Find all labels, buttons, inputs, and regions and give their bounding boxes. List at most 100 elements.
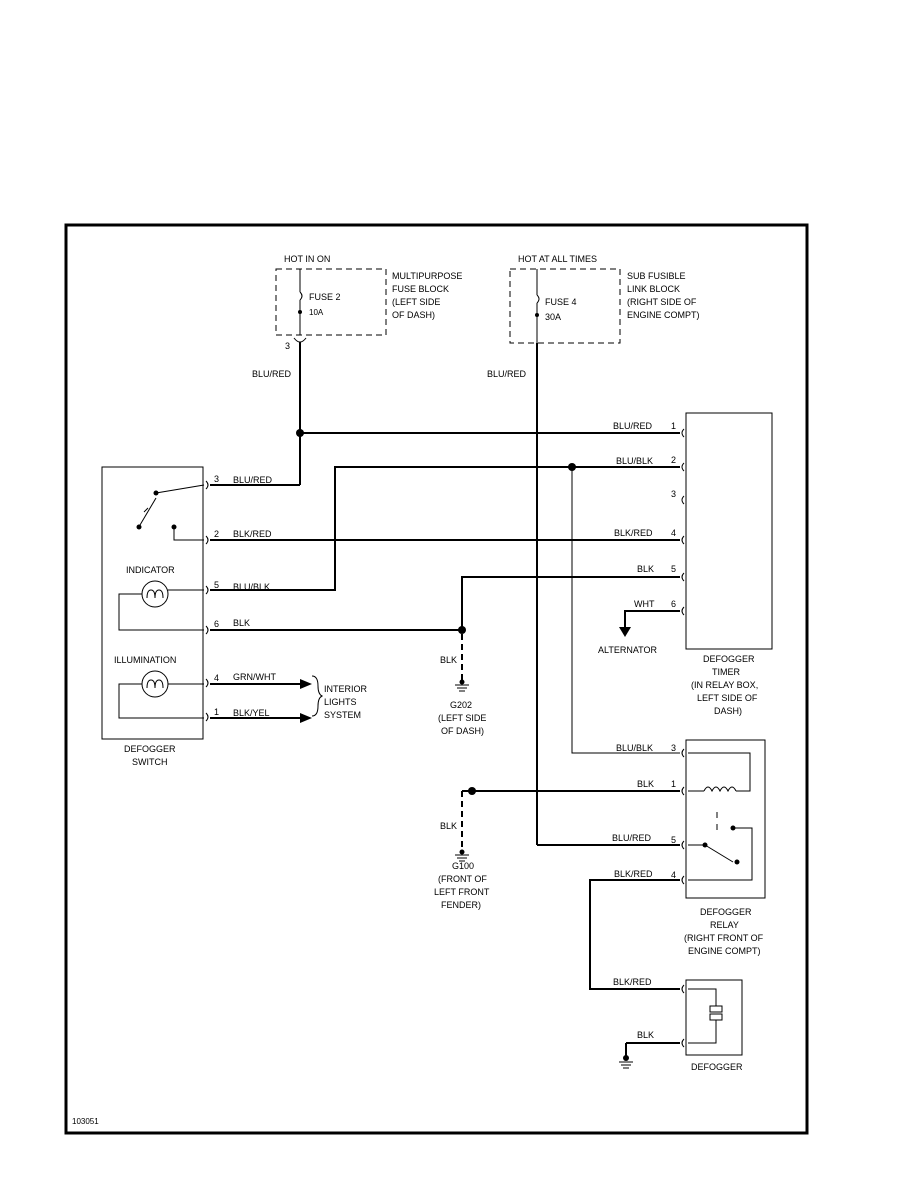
wire-wht-alternator — [624, 610, 680, 628]
timer-pin-5: 5 — [671, 564, 676, 574]
timer-label: DEFOGGER — [703, 654, 755, 664]
wire-label: BLU/RED — [613, 421, 653, 431]
relay-pin-4: 4 — [671, 870, 676, 880]
hot-at-all-times-label: HOT AT ALL TIMES — [518, 254, 597, 264]
wire-label: BLK — [637, 564, 654, 574]
wire-label-blu-red: BLU/RED — [252, 369, 292, 379]
wire-blu-blk-relay3 — [571, 467, 680, 754]
relay-coil-icon — [703, 786, 737, 793]
g202-label: OF DASH) — [441, 726, 484, 736]
interior-lights-label: LIGHTS — [324, 697, 357, 707]
g202-label: (LEFT SIDE — [438, 713, 486, 723]
wire-label: BLK/RED — [614, 528, 653, 538]
arrow-blk-yel — [300, 713, 312, 723]
wire-label: BLK/RED — [614, 869, 653, 879]
g100-label: LEFT FRONT — [434, 887, 490, 897]
connector-symbol — [293, 337, 307, 343]
diagram-id: 103051 — [72, 1117, 99, 1126]
relay-pin-3: 3 — [671, 743, 676, 753]
timer-label: TIMER — [712, 667, 740, 677]
timer-pin-3: 3 — [671, 489, 676, 499]
wire-label: BLK/YEL — [233, 708, 270, 718]
switch-connector-hooks — [205, 480, 209, 722]
relay-label: ENGINE COMPT) — [688, 946, 761, 956]
defogger-connector-hooks — [681, 984, 685, 1048]
switch-pin-6: 6 — [214, 619, 219, 629]
illumination-label: ILLUMINATION — [114, 655, 176, 665]
interior-lights-label: INTERIOR — [324, 684, 368, 694]
wire-label: BLK — [440, 655, 457, 665]
interior-brace — [311, 675, 324, 717]
relay-pin-5: 5 — [671, 835, 676, 845]
switch-blade — [139, 497, 157, 526]
fuse-block-2-desc: (RIGHT SIDE OF — [627, 297, 697, 307]
wire-label: BLK — [440, 821, 457, 831]
defogger-relay-box — [685, 739, 766, 899]
fuse-block-1-desc: MULTIPURPOSE — [392, 271, 462, 281]
fuse-4-label: FUSE 4 — [545, 297, 577, 307]
fuse-2-symbol — [299, 291, 303, 301]
timer-label: DASH) — [714, 706, 742, 716]
multipurpose-fuse-block — [275, 268, 387, 336]
diagram-frame — [64, 223, 809, 1135]
wire-label: WHT — [634, 599, 655, 609]
timer-connector-hooks — [681, 428, 685, 616]
alternator-label: ALTERNATOR — [598, 645, 658, 655]
defogger-grid-icon — [709, 1005, 723, 1021]
timer-pin-1: 1 — [671, 421, 676, 431]
g100-label: G100 — [452, 861, 474, 871]
interior-lights-label: SYSTEM — [324, 710, 361, 720]
relay-label: RELAY — [710, 920, 739, 930]
g100-label: (FRONT OF — [438, 874, 487, 884]
wire-label: BLU/BLK — [616, 743, 653, 753]
g202-ground-icon — [455, 679, 469, 692]
fuse-block-2-desc: ENGINE COMPT) — [627, 310, 700, 320]
g100-label: FENDER) — [441, 900, 481, 910]
fuse-block-1-pin: 3 — [285, 341, 290, 351]
arrow-grn-wht — [300, 679, 312, 689]
switch-pin-4: 4 — [214, 673, 219, 683]
relay-label: (RIGHT FRONT OF — [684, 933, 764, 943]
hot-in-on-label: HOT IN ON — [284, 254, 330, 264]
fuse-block-1-desc: FUSE BLOCK — [392, 284, 449, 294]
wire-label: BLK/RED — [613, 977, 652, 987]
fuse-block-2-desc: LINK BLOCK — [627, 284, 680, 294]
wire-label: GRN/WHT — [233, 672, 276, 682]
alternator-arrow-icon — [619, 627, 631, 637]
fuse-block-1-desc: (LEFT SIDE — [392, 297, 440, 307]
fuse-block-1-desc: OF DASH) — [392, 310, 435, 320]
defogger-timer-box — [685, 412, 773, 650]
timer-pin-2: 2 — [671, 455, 676, 465]
fuse-2-label: FUSE 2 — [309, 292, 341, 302]
g100-ground-icon — [455, 849, 469, 862]
switch-pin-3: 3 — [214, 474, 219, 484]
switch-pin-1: 1 — [214, 707, 219, 717]
splice-blk-g202 — [458, 626, 466, 634]
wire-label: BLK/RED — [233, 529, 272, 539]
defogger-label: DEFOGGER — [691, 1062, 743, 1072]
wire-blk-timer5 — [461, 576, 680, 630]
defogger-ground-icon — [619, 1055, 633, 1069]
wire-label: BLK — [637, 779, 654, 789]
wire-label: BLK — [637, 1030, 654, 1040]
defogger-switch-label: DEFOGGER — [124, 744, 176, 754]
wire-label: BLU/RED — [612, 833, 652, 843]
timer-pin-6: 6 — [671, 599, 676, 609]
defogger-switch-label: SWITCH — [132, 757, 168, 767]
wire-label: BLU/BLK — [233, 582, 270, 592]
wire-label: BLK — [233, 618, 250, 628]
timer-label: LEFT SIDE OF — [697, 693, 758, 703]
defogger-switch-box — [101, 466, 204, 740]
wire-label: BLU/BLK — [616, 456, 653, 466]
relay-connector-hooks — [681, 748, 685, 885]
relay-pin-1: 1 — [671, 779, 676, 789]
relay-contact-blade — [704, 844, 734, 863]
sub-fusible-link-block — [509, 268, 621, 344]
wire-blu-blk-timer2 — [210, 466, 680, 591]
g202-label: G202 — [450, 700, 472, 710]
fuse-4-rating: 30A — [545, 312, 561, 322]
fuse-4-symbol — [536, 294, 540, 304]
relay-label: DEFOGGER — [700, 907, 752, 917]
indicator-label: INDICATOR — [126, 565, 175, 575]
